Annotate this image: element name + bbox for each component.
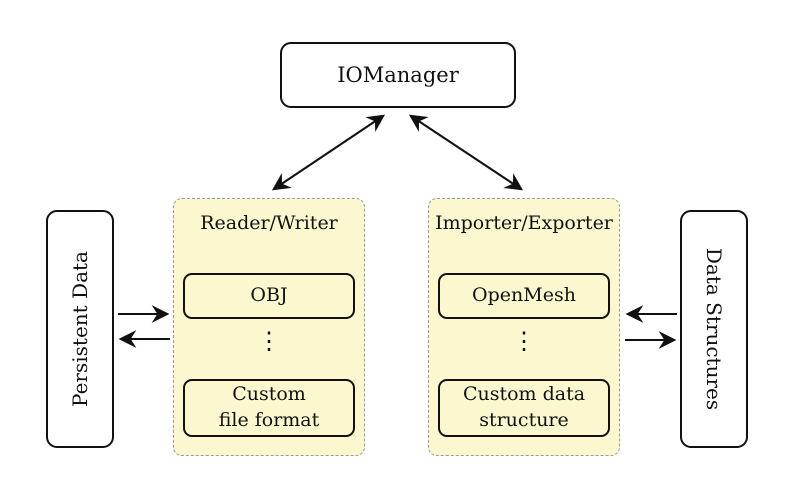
- importer-exporter-panel: Importer/Exporter OpenMesh ⋮ Custom data…: [428, 198, 620, 456]
- iomanager-node: IOManager: [280, 42, 516, 108]
- reader-writer-panel: Reader/Writer OBJ ⋮ Custom file format: [173, 198, 365, 456]
- vertical-ellipsis: ⋮: [512, 327, 536, 355]
- custom-data-structure-line2: structure: [479, 409, 569, 431]
- vertical-ellipsis: ⋮: [257, 327, 281, 355]
- obj-label: OBJ: [250, 284, 288, 307]
- custom-data-structure-line1: Custom data: [462, 383, 586, 406]
- importer-exporter-title: Importer/Exporter: [435, 212, 613, 234]
- arrow-iomanager-readerwriter: [271, 114, 386, 191]
- custom-file-format-line1: Custom: [232, 383, 306, 406]
- custom-file-format-line2: file format: [218, 409, 320, 431]
- iomanager-label: IOManager: [337, 63, 459, 87]
- reader-writer-title: Reader/Writer: [200, 212, 338, 234]
- openmesh-label: OpenMesh: [472, 284, 576, 307]
- custom-data-structure-node: Custom data structure: [438, 379, 610, 437]
- persistent-data-label: Persistent Data: [68, 251, 93, 407]
- data-structures-label: Data Structures: [702, 247, 726, 411]
- data-structures-node: Data Structures: [680, 210, 748, 448]
- arrow-iomanager-importerexporter: [408, 114, 524, 191]
- custom-file-format-node: Custom file format: [183, 379, 355, 437]
- obj-node: OBJ: [183, 273, 355, 319]
- persistent-data-node: Persistent Data: [46, 210, 114, 448]
- openmesh-node: OpenMesh: [438, 273, 610, 319]
